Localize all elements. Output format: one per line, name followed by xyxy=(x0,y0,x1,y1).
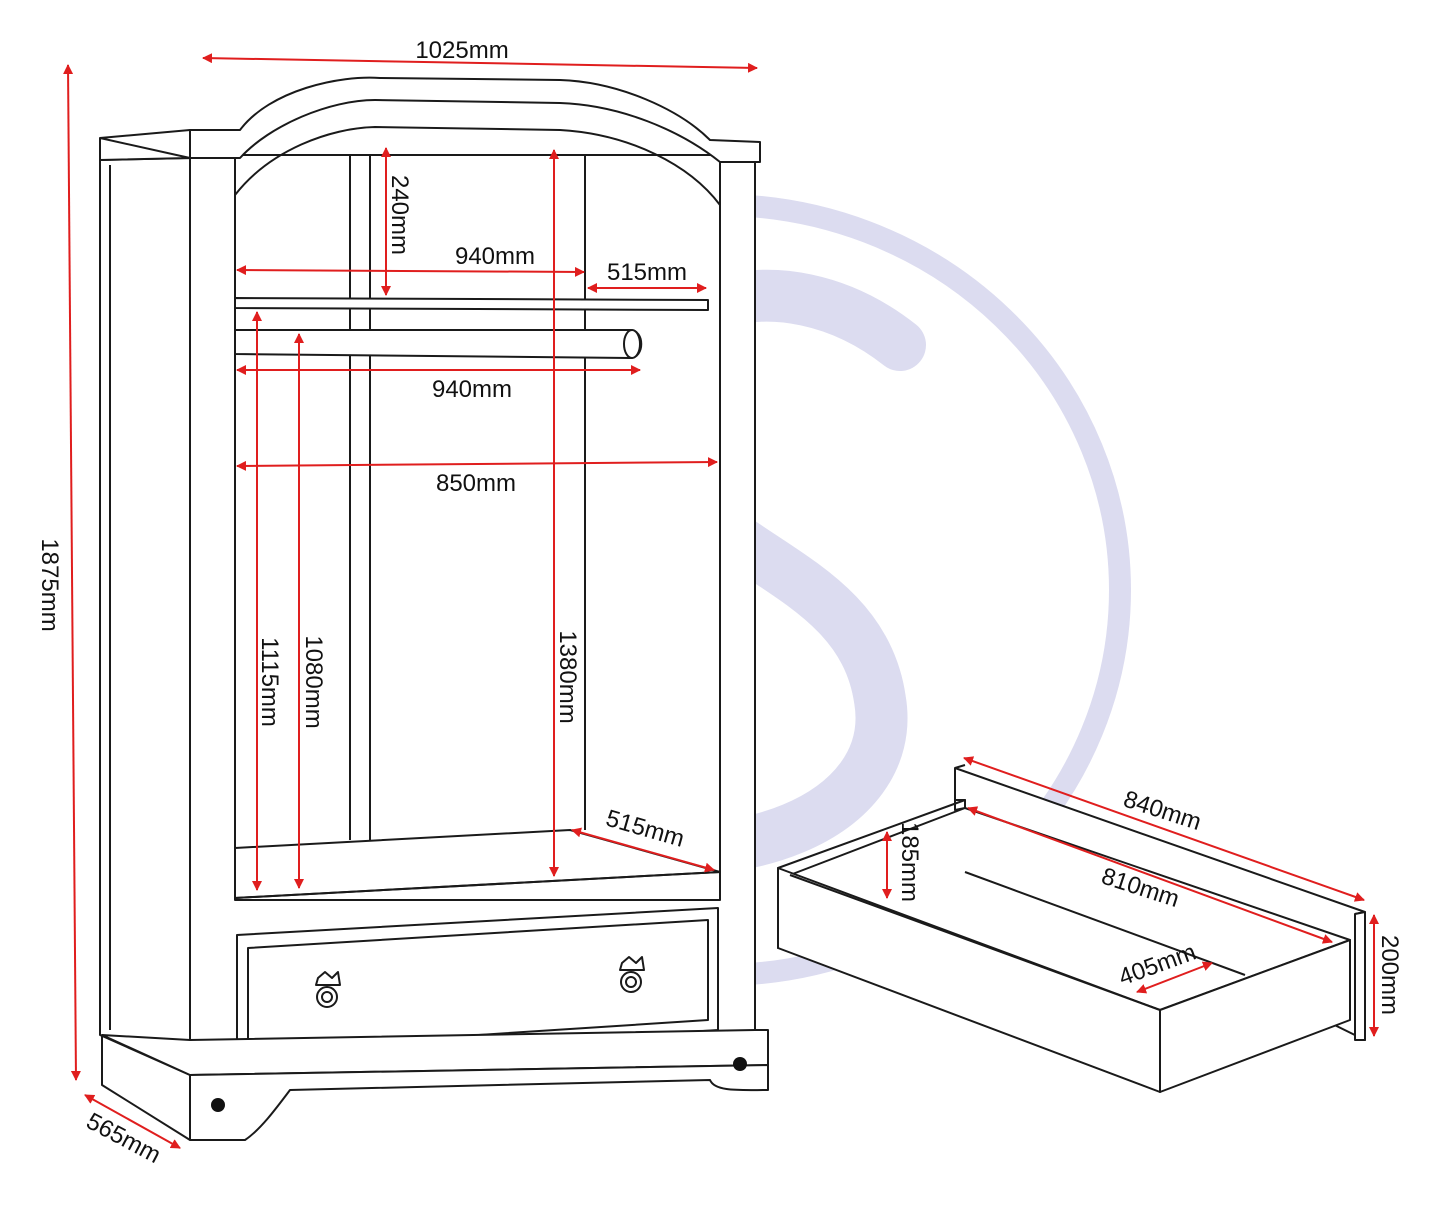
dim-line-inner-width xyxy=(236,457,718,471)
label-hang-a: 1115mm xyxy=(256,637,283,727)
label-top-gap: 240mm xyxy=(386,175,413,255)
label-inner-width: 850mm xyxy=(436,470,516,497)
dim-line-depth xyxy=(84,1094,181,1149)
drawer-handle-left-icon xyxy=(315,971,341,1008)
dim-line-drawer-inner-width xyxy=(967,806,1333,944)
plinth-hole-right xyxy=(733,1057,747,1071)
hanging-rail xyxy=(234,329,643,359)
label-shelf-depth: 515mm xyxy=(607,259,687,286)
dim-line-drawer-depth xyxy=(1136,961,1213,994)
wardrobe xyxy=(99,76,769,1141)
dim-line-shelf-width xyxy=(236,265,585,277)
label-height: 1875mm xyxy=(36,538,63,631)
dim-line-base-depth xyxy=(571,827,715,873)
wardrobe-crown xyxy=(99,76,761,163)
dim-line-width xyxy=(202,53,758,73)
label-drawer-inner-height: 185mm xyxy=(896,822,923,902)
wardrobe-side-panel xyxy=(99,157,191,1076)
plinth-hole-left xyxy=(211,1098,225,1112)
drawer xyxy=(777,764,1366,1093)
dimension-lines xyxy=(63,53,1379,1149)
label-hang-b: 1080mm xyxy=(300,635,327,728)
label-inner-height: 1380mm xyxy=(554,630,581,723)
dim-line-height xyxy=(63,64,81,1081)
label-shelf-width: 940mm xyxy=(455,243,535,270)
label-width: 1025mm xyxy=(415,37,508,64)
label-drawer-outer-height: 200mm xyxy=(1376,935,1403,1015)
wardrobe-opening xyxy=(234,154,721,901)
wardrobe-shelf xyxy=(234,297,709,311)
label-rail-width: 940mm xyxy=(432,376,512,403)
drawer-handle-right-icon xyxy=(619,956,645,993)
